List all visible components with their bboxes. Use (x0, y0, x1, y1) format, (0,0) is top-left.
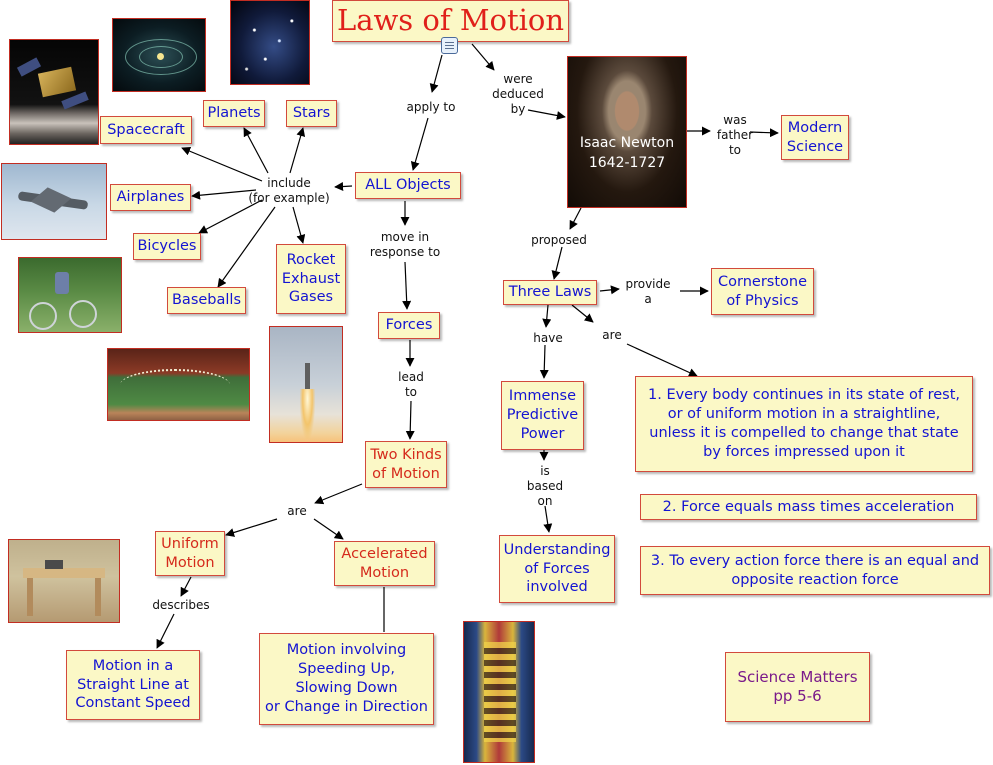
boy-bicycle-photo (18, 257, 122, 333)
isaac-newton-portrait: Isaac Newton 1642-1727 (567, 56, 687, 208)
node-science-matters[interactable]: Science Matters pp 5-6 (725, 652, 870, 722)
node-spacecraft[interactable]: Spacecraft (100, 116, 192, 144)
link-are-laws: are (602, 328, 622, 342)
node-baseballs[interactable]: Baseballs (167, 287, 246, 314)
node-bicycles[interactable]: Bicycles (133, 233, 201, 260)
node-law-1[interactable]: 1. Every body continues in its state of … (635, 376, 973, 472)
node-modern-science[interactable]: Modern Science (781, 115, 849, 160)
node-straight-line[interactable]: Motion in a Straight Line at Constant Sp… (66, 650, 200, 720)
node-stars[interactable]: Stars (286, 100, 337, 127)
node-all-objects[interactable]: ALL Objects (355, 172, 461, 199)
link-were-deduced-by: were deduced by (492, 72, 544, 116)
link-describes: describes (152, 598, 210, 612)
node-two-kinds-of-motion[interactable]: Two Kinds of Motion (365, 441, 447, 488)
newton-caption: Isaac Newton 1642-1727 (579, 135, 675, 172)
link-proposed: proposed (531, 233, 587, 247)
rocket-launch-photo (269, 326, 343, 443)
solar-system-photo (112, 18, 206, 92)
link-was-father-to: was father to (716, 113, 754, 157)
jet-photo (1, 163, 107, 240)
node-understanding[interactable]: Understanding of Forces involved (499, 535, 615, 603)
node-airplanes[interactable]: Airplanes (110, 184, 191, 211)
link-provide-a: provide a (625, 277, 671, 306)
link-is-based-on: is based on (526, 464, 564, 508)
table-photo (8, 539, 120, 623)
node-accelerated-motion[interactable]: Accelerated Motion (334, 541, 435, 586)
node-three-laws[interactable]: Three Laws (503, 280, 597, 305)
node-uniform-motion[interactable]: Uniform Motion (155, 531, 225, 576)
baseball-photo (107, 348, 250, 421)
link-lead-to: lead to (398, 370, 424, 399)
node-rocket-exhaust[interactable]: Rocket Exhaust Gases (276, 244, 346, 314)
node-forces[interactable]: Forces (378, 312, 440, 339)
link-apply-to: apply to (406, 100, 456, 114)
stars-photo (230, 0, 310, 85)
page-title: Laws of Motion (332, 0, 569, 42)
node-speeding-up[interactable]: Motion involving Speeding Up, Slowing Do… (259, 633, 434, 725)
spacecraft-photo (9, 39, 99, 145)
link-are-kinds: are (287, 504, 307, 518)
roller-coaster-photo (463, 621, 535, 763)
link-include: include (for example) (248, 176, 330, 205)
node-planets[interactable]: Planets (203, 100, 265, 127)
note-icon[interactable] (441, 37, 458, 54)
link-have: have (533, 331, 563, 345)
node-immense-power[interactable]: Immense Predictive Power (501, 381, 584, 450)
node-law-3[interactable]: 3. To every action force there is an equ… (640, 546, 990, 595)
node-law-2[interactable]: 2. Force equals mass times acceleration (640, 494, 977, 520)
node-cornerstone[interactable]: Cornerstone of Physics (711, 268, 814, 315)
link-move-in-response-to: move in response to (369, 230, 441, 259)
